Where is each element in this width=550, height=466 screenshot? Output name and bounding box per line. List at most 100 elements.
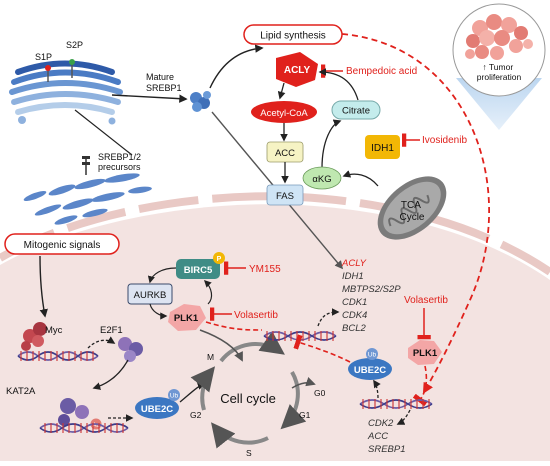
p-badge: P: [217, 256, 222, 263]
mitochondrion: [377, 176, 447, 240]
plk1-right-label: PLK1: [413, 348, 438, 359]
aurkb-to-plk1-arrow: [149, 303, 168, 320]
ube2c-right-label: UBE2C: [354, 365, 386, 376]
tumor-cell-cluster: [465, 14, 533, 60]
phase-m-label: M: [207, 352, 214, 362]
ube2c-right-to-dna-dashed-inhibition: [293, 334, 351, 363]
myc-protein: [21, 322, 47, 351]
myc-label: Myc: [45, 325, 63, 336]
dna-to-genes-dashed-arrow: [317, 308, 340, 327]
idh1-node: [365, 135, 400, 159]
endoplasmic-reticulum: [23, 173, 152, 225]
e2f1-to-kat2a-arrow: [92, 359, 129, 390]
lipid-synthesis-label: Lipid synthesis: [260, 31, 326, 42]
e2f1-protein: [118, 337, 143, 362]
gene-item-cdk2: CDK2: [368, 418, 394, 429]
acly-node: [276, 52, 318, 87]
s1p-label: S1P: [35, 52, 52, 62]
ym155-label: YM155: [249, 264, 281, 275]
plk1-to-dna-dashed-inhibition: [205, 321, 263, 331]
myc-to-e2f1-dashed-arrow: [87, 336, 116, 349]
mature-srebp1-protein: [190, 91, 211, 112]
tca-cycle-label: TCA Cycle: [399, 200, 424, 223]
gene-item-idh1: IDH1: [342, 271, 364, 282]
plk1-node: [168, 304, 206, 331]
gene-item-mbtps2-s2p: MBTPS2/S2P: [342, 284, 401, 295]
ube2c-right-node: [348, 358, 392, 380]
gene-item-acc: ACC: [367, 431, 388, 442]
phase-g2-label: G2: [190, 410, 202, 420]
akg-node: [302, 166, 342, 190]
mitogenic-signals-box: [4, 233, 120, 255]
birc5-to-aurkb-arrow: [147, 267, 177, 284]
bempedoic-acid-label: Bempedoic acid: [346, 66, 417, 77]
cell-cycle-wheel: [190, 331, 307, 449]
citrate-to-acly-arrow: [318, 68, 359, 101]
aurkb-label: AURKB: [134, 290, 167, 301]
srebp1-to-lipid-arrow: [209, 44, 264, 89]
golgi-to-srebp1-arrow: [111, 94, 188, 103]
phase-g0-label: G0: [314, 388, 326, 398]
acly-label: ACLY: [284, 65, 311, 76]
ub-badge-right-circle: [366, 348, 378, 360]
ub-badge-left-circle: [168, 389, 180, 401]
golgi-apparatus: [9, 60, 123, 125]
er-to-golgi-line: [74, 109, 133, 156]
ube2c-left-node: [135, 397, 179, 419]
phase-s-label: S: [246, 448, 252, 458]
s1p-protease: [45, 65, 51, 82]
s2p-protease: [69, 59, 75, 78]
dna-strand-myc: [17, 351, 99, 361]
plk1-right-dashed-arrow: [412, 365, 428, 407]
srebp-precursors-label: SREBP1/2 precursors: [98, 152, 144, 172]
srebp-precursor-marker: [82, 156, 90, 175]
akg-to-citrate-arrow: [321, 119, 342, 169]
tumor-proliferation-label: ↑ Tumor proliferation: [477, 62, 522, 82]
dna-strand-kat2a: [39, 423, 129, 433]
cell-cycle-label: Cell cycle: [220, 391, 276, 406]
dna-right-to-genes-dashed-arrow: [396, 409, 411, 425]
acetyl-coa-node: [251, 101, 317, 123]
volasertib-left-label: Volasertib: [234, 310, 278, 321]
mitogenic-to-myc-arrow: [39, 255, 48, 318]
mature-srebp1-label: Mature SREBP1: [146, 72, 182, 93]
s2p-label: S2P: [66, 40, 83, 50]
fas-label: FAS: [276, 191, 294, 202]
citrate-node: [331, 100, 381, 120]
dna-strand-center: [263, 331, 337, 341]
fas-node: [266, 184, 304, 206]
ub-badge-left: Ub: [170, 393, 179, 400]
gene-item-cdk1: CDK1: [342, 297, 367, 308]
gene-item-srebp1: SREBP1: [368, 444, 406, 455]
gene-item-acly: ACLY: [341, 258, 367, 269]
g1-to-g0-arrow: [291, 377, 316, 389]
ube2c-left-label: UBE2C: [141, 404, 173, 415]
plk1-to-birc5-arrow: [203, 279, 213, 305]
plk1-label: PLK1: [174, 313, 199, 324]
volasertib-right-label: Volasertib: [404, 295, 448, 306]
kat2a-label: KAT2A: [6, 386, 36, 397]
gene-item-cdk4: CDK4: [342, 310, 367, 321]
plk1-right-node: [408, 340, 442, 365]
acetyl-coa-label: Acetyl-CoA: [260, 108, 308, 119]
birc5-label: BIRC5: [184, 265, 213, 276]
akg-label: αKG: [312, 174, 331, 185]
ub-badge-right: Ub: [368, 352, 377, 359]
dna-right-to-ube2c-dashed-arrow: [373, 379, 381, 399]
plk1-to-cycle-arrow: [199, 329, 243, 362]
p-badge-circle: [213, 252, 225, 264]
dna-strand-right: [359, 399, 433, 409]
citrate-label: Citrate: [342, 106, 370, 117]
acc-label: ACC: [275, 148, 295, 159]
birc5-node: [176, 259, 220, 279]
phase-g1-label: G1: [299, 410, 311, 420]
lipid-feedback-dashed-arrow: [341, 33, 490, 394]
e2f1-label: E2F1: [100, 325, 123, 336]
ivosidenib-label: Ivosidenib: [422, 135, 467, 146]
tca-to-akg-arrow: [342, 170, 379, 187]
gene-item-bcl2: BCL2: [342, 323, 366, 334]
